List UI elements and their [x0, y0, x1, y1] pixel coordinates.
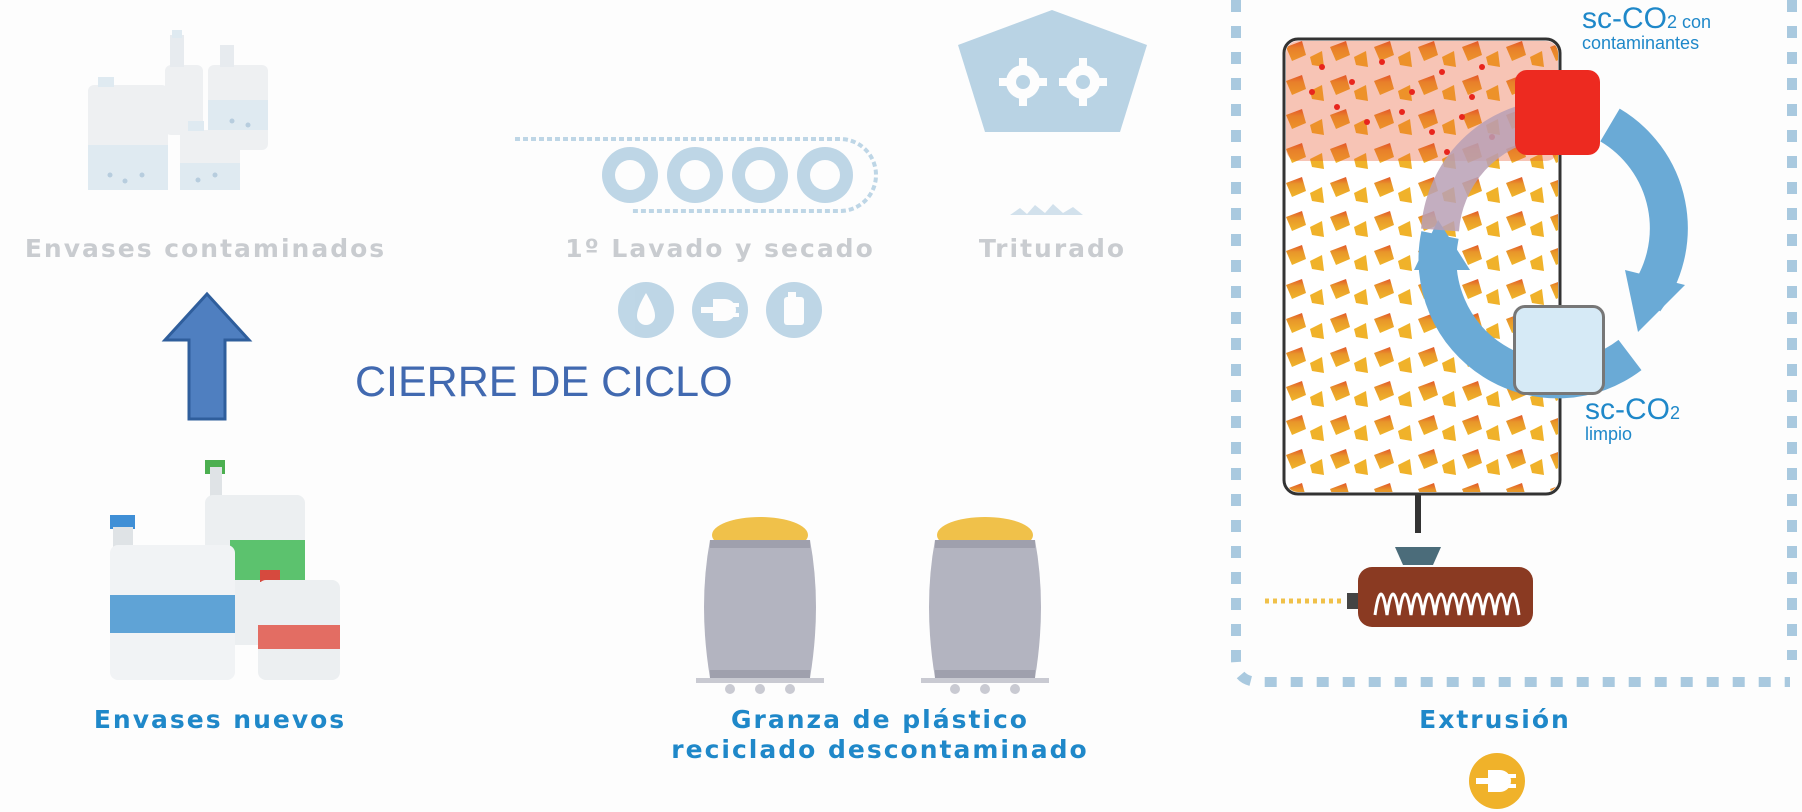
washing-conveyor-illustration	[515, 137, 878, 213]
sc-co2-contaminated-sub: 2	[1667, 12, 1678, 32]
plug-icon	[692, 282, 748, 338]
shredder-illustration	[958, 10, 1147, 215]
sc-co2-contaminated-label: sc-CO2 con contaminantes	[1582, 2, 1712, 53]
cycle-up-arrow	[161, 291, 253, 421]
sc-co2-clean-sub: 2	[1670, 403, 1681, 423]
sc-co2-clean-main: sc-CO	[1585, 393, 1670, 426]
extruder-illustration	[1265, 495, 1533, 627]
label-granza: Granza de plástico reciclado descontamin…	[620, 705, 1140, 765]
cierre-de-ciclo-title: CIERRE DE CICLO	[355, 358, 733, 406]
extrusion-plug-icon	[1469, 753, 1525, 809]
sc-co2-contaminated-main: sc-CO	[1582, 2, 1667, 35]
label-granza-line2: reciclado descontaminado	[671, 735, 1089, 764]
label-lavado-secado: 1º Lavado y secado	[565, 234, 875, 263]
dashed-process-frame	[1231, 0, 1797, 687]
label-triturado: Triturado	[978, 234, 1127, 263]
container-icon	[766, 282, 822, 338]
granule-barrel-1	[696, 517, 824, 694]
sc-co2-clean-label: sc-CO2 limpio	[1585, 393, 1681, 444]
water-drop-icon	[618, 282, 674, 338]
sc-co2-contaminated-line2: contaminantes	[1582, 33, 1700, 53]
label-envases-nuevos: Envases nuevos	[93, 705, 347, 734]
new-containers-illustration	[110, 460, 340, 680]
granule-barrel-2	[921, 517, 1049, 694]
label-envases-contaminados: Envases contaminados	[24, 234, 387, 263]
contaminated-containers-illustration	[88, 30, 268, 190]
label-extrusion: Extrusión	[1419, 705, 1571, 734]
clean-co2-box	[1513, 305, 1605, 395]
contaminated-co2-box	[1515, 70, 1600, 155]
sc-co2-contaminated-tail: con	[1677, 12, 1712, 32]
sc-co2-clean-line2: limpio	[1585, 424, 1633, 444]
label-granza-line1: Granza de plástico	[731, 705, 1029, 734]
